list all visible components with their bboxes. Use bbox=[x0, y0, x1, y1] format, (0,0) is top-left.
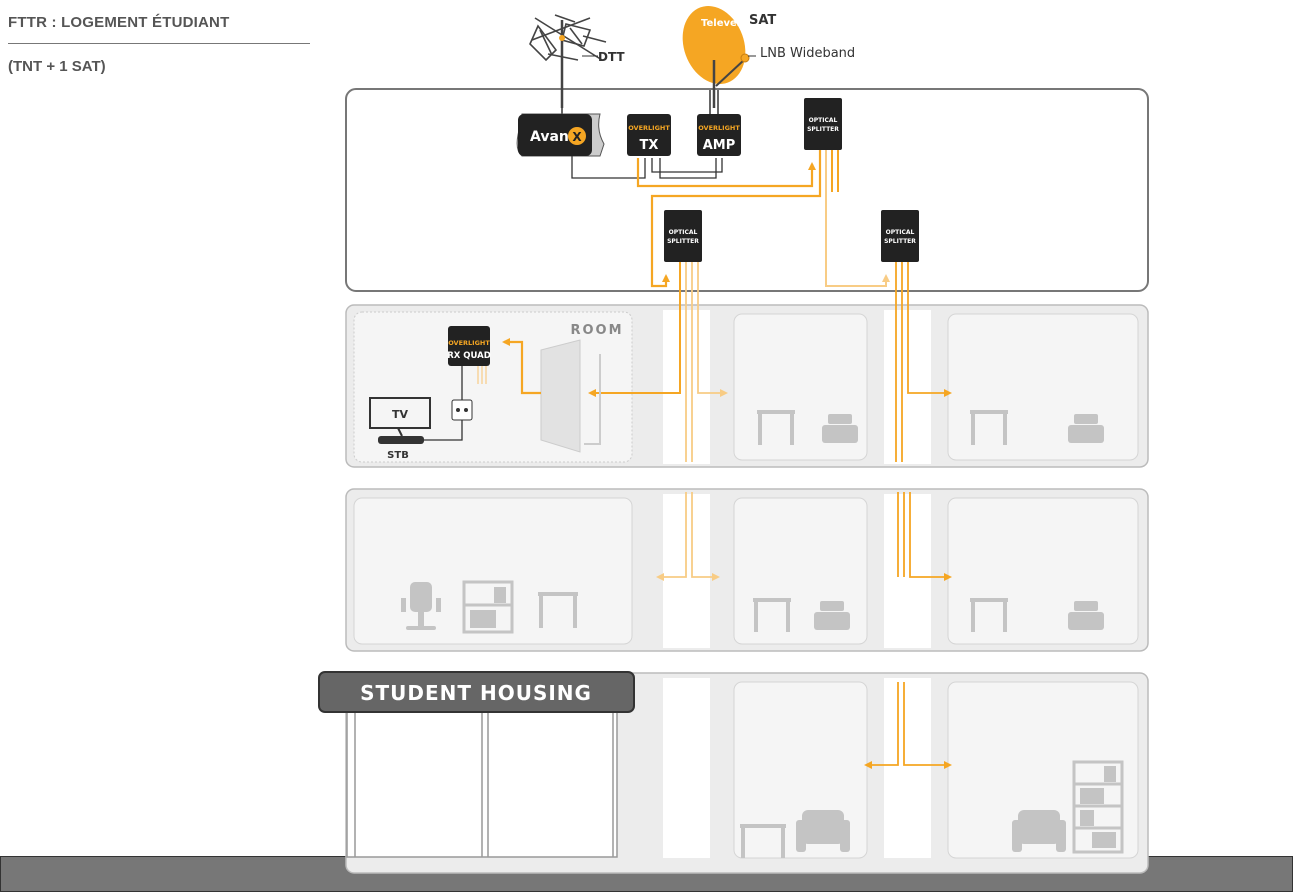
tv-label: TV bbox=[392, 408, 409, 421]
floor-3 bbox=[345, 488, 1149, 652]
svg-text:OVERLIGHT: OVERLIGHT bbox=[448, 339, 490, 347]
page-subtitle: (TNT + 1 SAT) bbox=[8, 58, 106, 75]
tx-label: TX bbox=[640, 138, 659, 153]
rx-quad-device: OVERLIGHT RX QUAD bbox=[447, 326, 491, 366]
sat-label: SAT bbox=[749, 13, 776, 28]
overlight-amp-device: OVERLIGHT AMP bbox=[697, 114, 741, 156]
lnb-label: LNB Wideband bbox=[760, 46, 855, 61]
sat-dish-icon: Televes bbox=[682, 6, 750, 108]
dtt-antenna-icon bbox=[529, 14, 607, 108]
stb-label: STB bbox=[387, 450, 409, 461]
optical-splitter-left: OPTICAL SPLITTER bbox=[664, 210, 702, 262]
optical-splitter-main: OPTICAL SPLITTER bbox=[804, 98, 842, 150]
amp-brand: OVERLIGHT bbox=[698, 124, 740, 132]
tv-icon: TV bbox=[369, 397, 431, 437]
avantx-x: X bbox=[572, 130, 582, 144]
title-prefix: FTTR : bbox=[8, 14, 62, 31]
page-title: FTTR : LOGEMENT ÉTUDIANT bbox=[8, 14, 229, 31]
overlight-tx-device: OVERLIGHT TX bbox=[627, 114, 671, 156]
student-housing-sign: STUDENT HOUSING bbox=[318, 671, 635, 713]
office-chair-icon bbox=[401, 582, 441, 630]
furniture bbox=[538, 410, 1008, 858]
rx-label: RX QUAD bbox=[447, 351, 491, 361]
bookshelf-icon-2 bbox=[1072, 760, 1124, 854]
room-label: ROOM bbox=[570, 323, 623, 338]
amp-label: AMP bbox=[703, 138, 736, 153]
optical-splitter-right: OPTICAL SPLITTER bbox=[881, 210, 919, 262]
avantx-label: Avant bbox=[530, 129, 576, 145]
dish-brand: Televes bbox=[701, 18, 743, 29]
bed-icons bbox=[814, 414, 1104, 630]
dtt-label: DTT bbox=[598, 50, 625, 64]
headend-floor bbox=[345, 88, 1149, 292]
wall-socket-icon bbox=[451, 399, 473, 421]
tx-brand: OVERLIGHT bbox=[628, 124, 670, 132]
sign-label: STUDENT HOUSING bbox=[360, 681, 592, 705]
svg-text:SPLITTER: SPLITTER bbox=[807, 126, 839, 133]
avantx-device: Avant X bbox=[516, 113, 605, 157]
title-divider bbox=[8, 43, 310, 44]
svg-text:OPTICAL: OPTICAL bbox=[669, 229, 698, 236]
title-main: LOGEMENT ÉTUDIANT bbox=[61, 14, 230, 31]
stb-icon bbox=[378, 436, 424, 444]
bookshelf-icon bbox=[462, 580, 514, 634]
svg-text:OPTICAL: OPTICAL bbox=[886, 229, 915, 236]
svg-text:OPTICAL: OPTICAL bbox=[809, 117, 838, 124]
svg-text:SPLITTER: SPLITTER bbox=[884, 238, 916, 245]
svg-text:SPLITTER: SPLITTER bbox=[667, 238, 699, 245]
door-icon bbox=[540, 339, 601, 453]
armchair-icons bbox=[796, 810, 1066, 852]
